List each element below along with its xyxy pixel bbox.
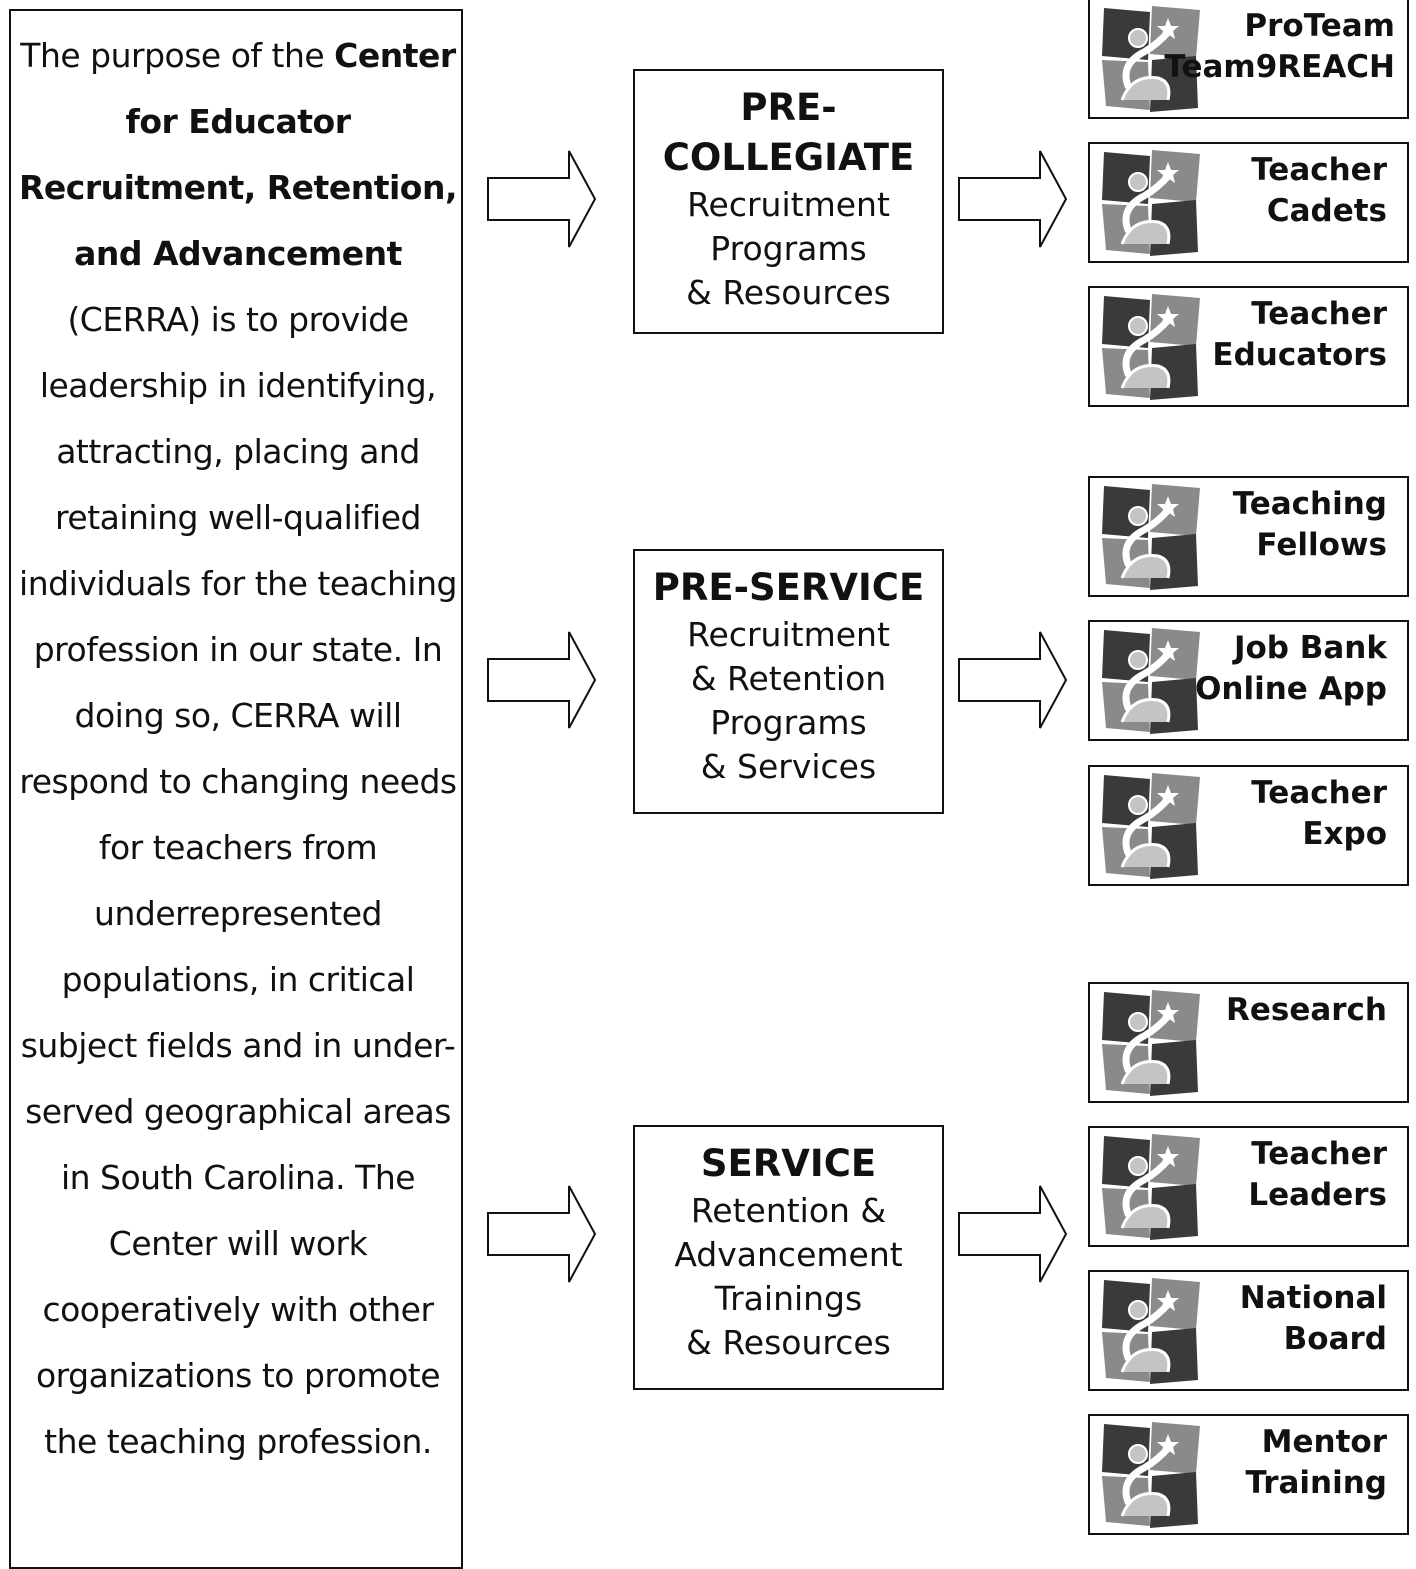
program-job-bank-online-app[interactable]: Job Bank Online App bbox=[1088, 620, 1409, 741]
figure-star-logo-icon bbox=[1098, 4, 1204, 114]
stage-subtitle: Recruitment & Retention Programs & Servi… bbox=[687, 615, 890, 786]
mission-body: (CERRA) is to provide leadership in iden… bbox=[19, 300, 457, 1461]
arrow-to-pre-collegiate-programs bbox=[958, 150, 1068, 250]
program-teaching-fellows[interactable]: Teaching Fellows bbox=[1088, 476, 1409, 597]
mission-statement: The purpose of the Center for Educator R… bbox=[11, 23, 465, 1475]
mission-org-name: Center for Educator Recruitment, Retenti… bbox=[19, 36, 458, 273]
program-label: ProTeam Team9REACH bbox=[1164, 8, 1395, 85]
program-label: Mentor Training bbox=[1245, 1424, 1387, 1501]
program-mentor-training[interactable]: Mentor Training bbox=[1088, 1414, 1409, 1535]
figure-star-logo-icon bbox=[1098, 292, 1204, 402]
program-teacher-leaders[interactable]: Teacher Leaders bbox=[1088, 1126, 1409, 1247]
program-research[interactable]: Research bbox=[1088, 982, 1409, 1103]
stage-title: PRE- COLLEGIATE bbox=[662, 86, 915, 179]
program-label: Job Bank Online App bbox=[1195, 630, 1387, 707]
program-teacher-cadets[interactable]: Teacher Cadets bbox=[1088, 142, 1409, 263]
stage-title: SERVICE bbox=[700, 1142, 877, 1185]
program-label: Teaching Fellows bbox=[1232, 486, 1387, 563]
arrow-to-pre-collegiate bbox=[487, 150, 597, 250]
figure-star-logo-icon bbox=[1098, 148, 1204, 258]
stage-subtitle: Retention & Advancement Trainings & Reso… bbox=[674, 1191, 903, 1362]
stage-service: SERVICE Retention & Advancement Training… bbox=[633, 1125, 944, 1390]
program-national-board[interactable]: National Board bbox=[1088, 1270, 1409, 1391]
stage-pre-service: PRE-SERVICE Recruitment & Retention Prog… bbox=[633, 549, 944, 814]
stage-subtitle: Recruitment Programs & Resources bbox=[686, 185, 891, 312]
program-teacher-expo[interactable]: Teacher Expo bbox=[1088, 765, 1409, 886]
arrow-to-pre-service-programs bbox=[958, 631, 1068, 731]
program-teacher-educators[interactable]: Teacher Educators bbox=[1088, 286, 1409, 407]
figure-star-logo-icon bbox=[1098, 1420, 1204, 1530]
figure-star-logo-icon bbox=[1098, 771, 1204, 881]
program-proteam-team9reach[interactable]: ProTeam Team9REACH bbox=[1088, 0, 1409, 119]
program-label: Teacher Leaders bbox=[1248, 1136, 1387, 1213]
mission-intro: The purpose of the bbox=[20, 36, 335, 75]
figure-star-logo-icon bbox=[1098, 988, 1204, 1098]
stage-pre-collegiate: PRE- COLLEGIATE Recruitment Programs & R… bbox=[633, 69, 944, 334]
figure-star-logo-icon bbox=[1098, 1276, 1204, 1386]
program-label: Teacher Educators bbox=[1212, 296, 1387, 373]
mission-panel: The purpose of the Center for Educator R… bbox=[9, 9, 463, 1569]
figure-star-logo-icon bbox=[1098, 1132, 1204, 1242]
arrow-to-pre-service bbox=[487, 631, 597, 731]
program-label: Teacher Cadets bbox=[1251, 152, 1387, 229]
stage-title: PRE-SERVICE bbox=[652, 566, 925, 609]
program-label: National Board bbox=[1239, 1280, 1387, 1357]
figure-star-logo-icon bbox=[1098, 482, 1204, 592]
arrow-to-service-programs bbox=[958, 1185, 1068, 1285]
program-label: Teacher Expo bbox=[1251, 775, 1387, 852]
arrow-to-service bbox=[487, 1185, 597, 1285]
figure-star-logo-icon bbox=[1098, 626, 1204, 736]
program-label: Research bbox=[1225, 992, 1387, 1028]
